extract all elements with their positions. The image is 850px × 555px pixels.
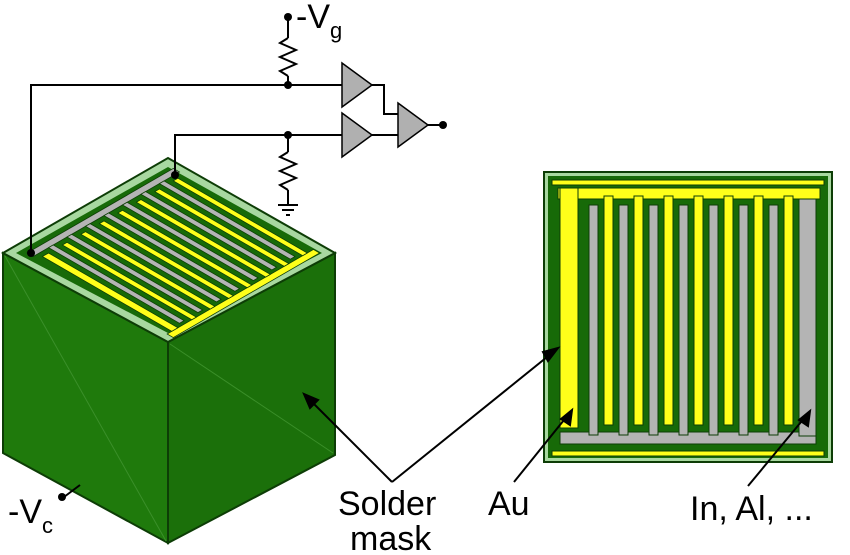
terminal-dot-icon [58, 493, 66, 501]
arrowhead-icon [797, 408, 812, 428]
cube-face-diagonal [169, 343, 334, 454]
annotation-leaders [63, 346, 812, 498]
pattern-gold-bus [557, 187, 821, 200]
solder-mask-label-line1: Solder [338, 485, 436, 523]
cube-face-diagonal [4, 255, 167, 542]
detector-cube [0, 156, 338, 545]
gate-voltage-label: -Vg [296, 0, 342, 43]
wire-amp1-out [372, 84, 398, 115]
cathode-voltage-label: -Vc [8, 493, 53, 538]
amplifier-icon [341, 61, 374, 109]
readout-circuit [30, 13, 447, 253]
ground-icon [278, 204, 298, 216]
terminal-dot-icon [439, 121, 447, 129]
other-metals-label: In, Al, ... [690, 490, 813, 528]
pattern-gray-fingers [588, 204, 779, 436]
electrode-pattern-detail [543, 171, 833, 463]
solder-mask-label-line2: mask [350, 520, 432, 555]
top-gold-fingers [41, 177, 309, 332]
au-label: Au [488, 485, 530, 523]
pattern-gold-left-pad [559, 187, 579, 429]
pattern-gold-fingers [603, 195, 794, 426]
resistor-icon [277, 151, 299, 191]
arrowhead-icon [541, 346, 561, 363]
amplifier-icon [397, 101, 430, 149]
top-gray-fingers [47, 180, 296, 324]
arrowhead-icon [559, 407, 574, 427]
top-gold-bus [166, 248, 321, 338]
wire-gray-contact [174, 134, 342, 175]
terminal-dot-icon [284, 81, 292, 89]
amplifier-icon [341, 111, 374, 159]
pattern-gray-right-bar [798, 195, 817, 437]
resistor-icon [277, 37, 299, 77]
pattern-gold-frame-bottom [551, 450, 825, 457]
wire-gold-contact [30, 84, 342, 253]
cube-top-electrodes [26, 168, 321, 338]
arrowhead-icon [302, 392, 320, 410]
pattern-gold-frame-top [551, 179, 825, 186]
